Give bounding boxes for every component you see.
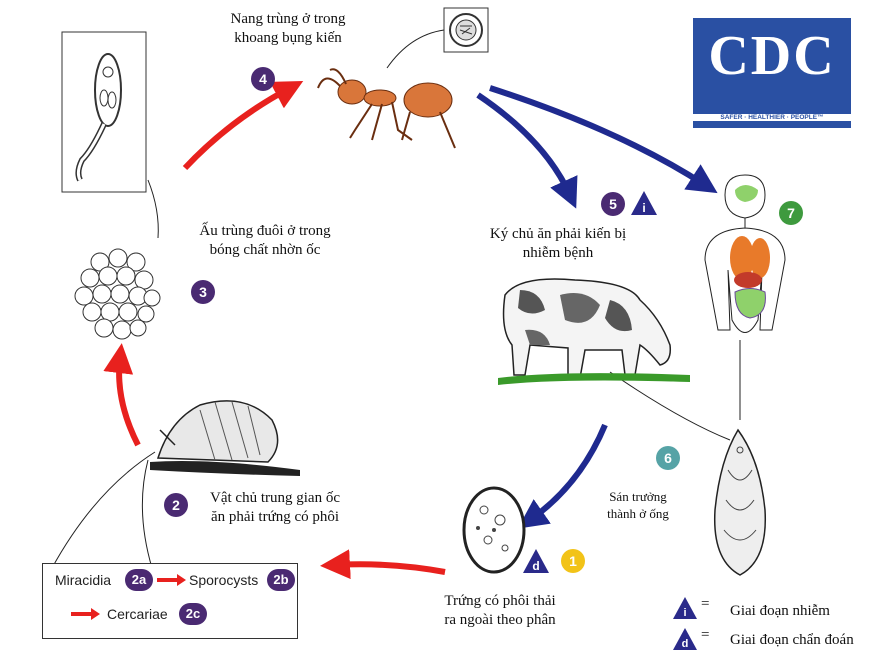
legend-sporocysts: Sporocysts: [189, 572, 259, 588]
arrow-5-to-1: [517, 423, 608, 529]
cercaria-illustration: [75, 53, 122, 182]
leader-fluke: [609, 371, 731, 441]
leader-worm: [147, 179, 159, 239]
leader-cyst: [386, 29, 445, 69]
key-diagnostic-eq: =: [701, 627, 710, 643]
stage-4-label: Nang trùng ở trong khoang bụng kiến: [230, 11, 346, 46]
stage-2-badge: 2: [164, 493, 188, 517]
key-diagnostic-icon: d: [673, 628, 697, 650]
legend-badge-2c: 2c: [179, 603, 207, 625]
legend-arrow-icon: [157, 574, 186, 586]
stage-7-badge: 7: [779, 201, 803, 225]
svg-text:d: d: [682, 638, 689, 650]
svg-text:d: d: [532, 559, 539, 573]
stage-5-badge: 5: [601, 192, 625, 216]
key-infective-eq: =: [701, 596, 710, 612]
cyst-illustration: [449, 13, 483, 47]
stage-1-badge: 1: [561, 549, 585, 573]
leader-snail-1: [51, 451, 156, 569]
infective-marker-icon: i: [631, 191, 657, 215]
key-infective-icon: i: [673, 597, 697, 619]
cdc-tagline: SAFER · HEALTHIER · PEOPLE™: [693, 114, 851, 121]
stage-3-badge: 3: [191, 280, 215, 304]
stage-2-label: Vật chủ trung gian ốc ăn phải trứng có p…: [210, 490, 340, 525]
stage-1-label: Trứng có phôi thải ra ngoài theo phân: [444, 593, 556, 628]
human-illustration: [704, 174, 786, 333]
cdc-logo-text: CDC: [708, 25, 836, 87]
arrow-4-to-7: [489, 85, 718, 194]
svg-text:i: i: [683, 607, 686, 619]
fluke-illustration: [713, 428, 767, 576]
svg-text:i: i: [642, 201, 645, 215]
legend-arrow-2-icon: [71, 608, 100, 620]
stage-4-badge: 4: [251, 67, 275, 91]
stage-3-label: Ấu trùng đuôi ở trong bóng chất nhờn ốc: [199, 223, 331, 258]
snail-illustration: [150, 400, 300, 476]
stage-5-label: Ký chủ ăn phải kiến bị nhiễm bệnh: [489, 226, 627, 261]
arrow-2-to-3: [103, 343, 141, 447]
leader-snail-2: [141, 459, 153, 569]
ant-illustration: [317, 68, 456, 149]
legend-badge-2b: 2b: [267, 569, 295, 591]
cdc-logo: CDC SAFER · HEALTHIER · PEOPLE™: [693, 18, 851, 128]
diagnostic-marker-icon: d: [523, 549, 549, 573]
cow-illustration: [498, 278, 690, 385]
stage-6-label: Sán trưởng thành ở ống: [607, 489, 669, 521]
key-diagnostic-text: Giai đoạn chẩn đoán: [730, 632, 854, 648]
arrow-1-to-2: [320, 549, 446, 580]
arrow-4-to-5: [476, 92, 578, 209]
legend-badge-2a: 2a: [125, 569, 153, 591]
egg-illustration: [462, 486, 526, 574]
arrow-3-to-4: [182, 80, 304, 171]
key-infective-text: Giai đoạn nhiễm: [730, 603, 830, 619]
legend-miracidia: Miracidia: [55, 572, 112, 588]
slime-ball-illustration: [74, 248, 161, 340]
stage-6-badge: 6: [656, 446, 680, 470]
stage-2-legend: Miracidia 2a Sporocysts 2b Cercariae 2c: [42, 563, 298, 639]
legend-cercariae: Cercariae: [107, 606, 168, 622]
